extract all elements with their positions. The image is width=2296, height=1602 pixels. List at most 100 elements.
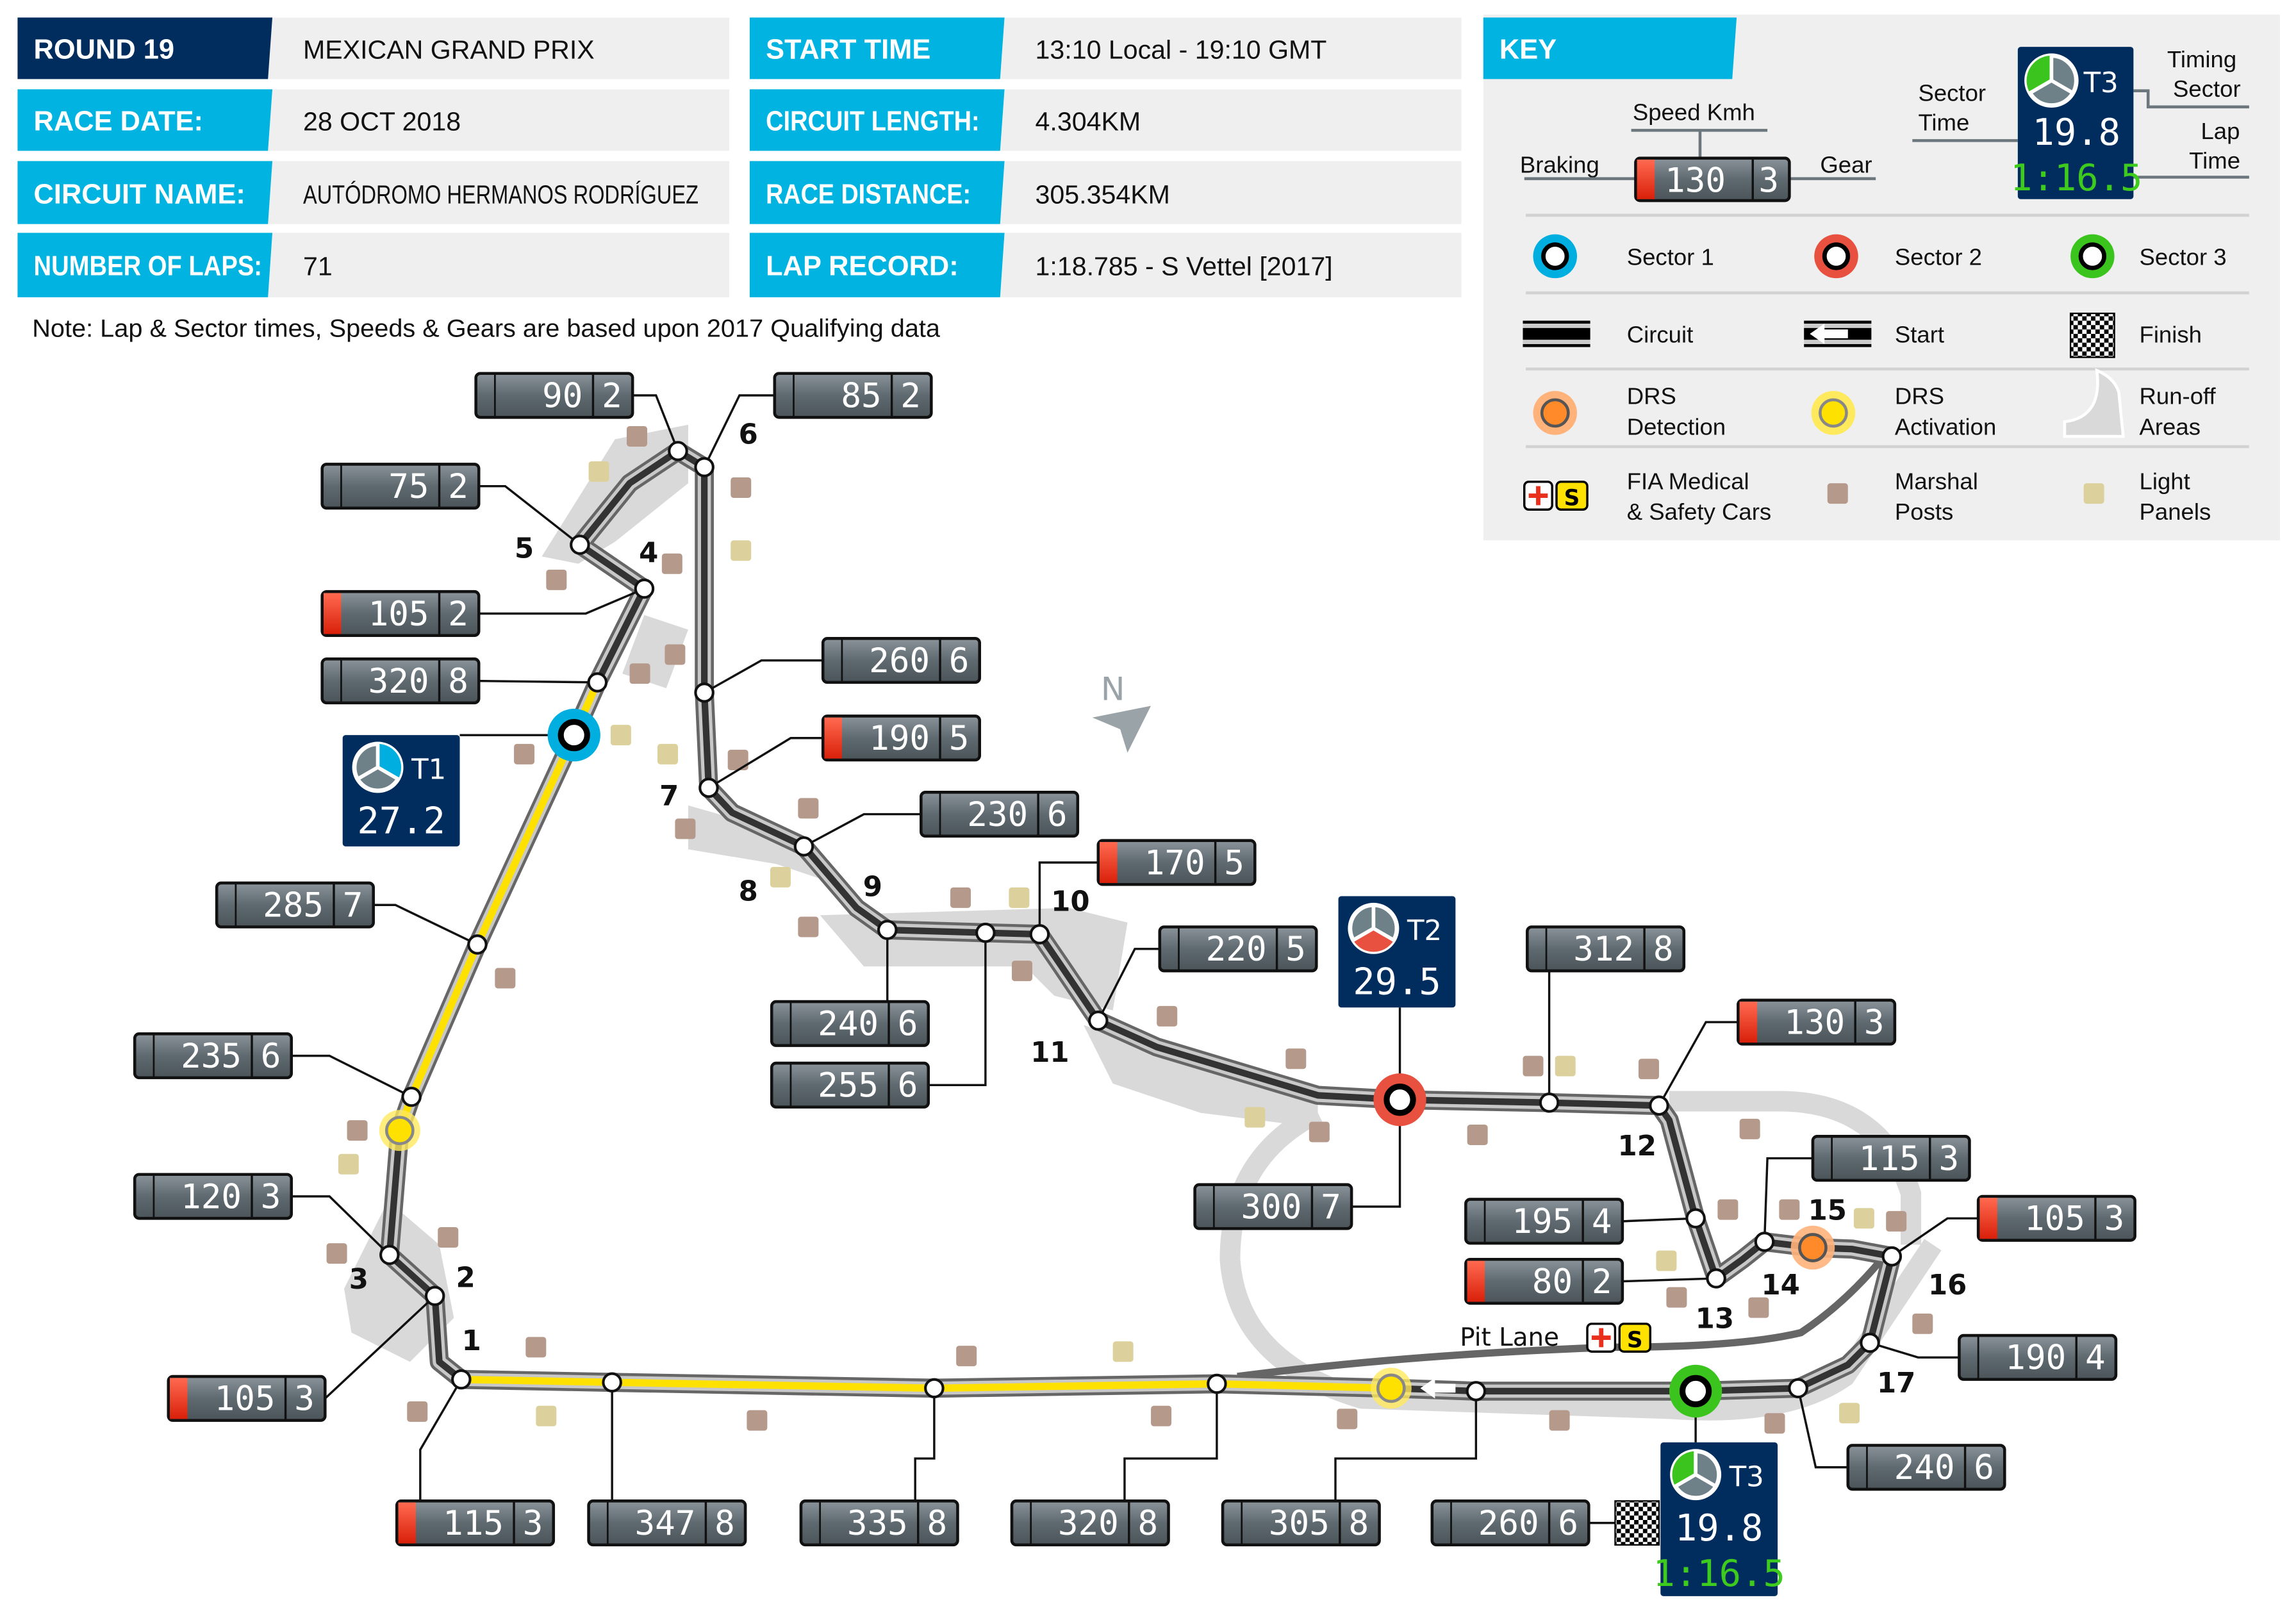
mercedes-star-icon bbox=[1670, 1449, 1722, 1501]
key-runoff-label-1: Run-off bbox=[2139, 383, 2216, 409]
race-distance-label: RACE DISTANCE: bbox=[766, 179, 971, 210]
gear-value: 2 bbox=[900, 376, 921, 415]
key-sample-speed: 130 bbox=[1665, 161, 1726, 200]
speed-trap-point bbox=[877, 920, 898, 940]
braking-indicator bbox=[1979, 1198, 1997, 1239]
sector-2-marker-icon bbox=[1373, 1073, 1426, 1127]
laps-value: 71 bbox=[303, 252, 333, 281]
speed-value: 85 bbox=[841, 376, 881, 415]
speed-trap-point bbox=[1788, 1378, 1808, 1399]
speed-trap-point bbox=[698, 777, 719, 798]
light-panel bbox=[1112, 1341, 1134, 1362]
safety-car-letter: S bbox=[1564, 485, 1580, 511]
light-panel bbox=[1656, 1250, 1677, 1271]
gear-value: 5 bbox=[1224, 843, 1244, 882]
light-panel-icon bbox=[2083, 483, 2104, 504]
leader-line bbox=[1869, 1341, 1960, 1359]
light-panel bbox=[1853, 1208, 1874, 1229]
safety-car-letter: S bbox=[1627, 1327, 1643, 1353]
key-lap-time-label-2: Time bbox=[2189, 147, 2240, 174]
braking-indicator bbox=[1100, 841, 1118, 883]
info-row-circuit-name: CIRCUIT NAME: AUTÓDROMO HERMANOS RODRÍGU… bbox=[17, 161, 729, 224]
key-speed-label: Speed Kmh bbox=[1633, 99, 1755, 125]
corner-number: 6 bbox=[739, 418, 758, 450]
key-sector-time-label-2: Time bbox=[1918, 109, 1969, 135]
speed-value: 90 bbox=[542, 376, 582, 415]
checkered-flag-icon bbox=[2069, 312, 2115, 358]
speed-value: 347 bbox=[634, 1504, 695, 1543]
marshal-post bbox=[627, 425, 648, 447]
gear-value: 2 bbox=[602, 376, 622, 415]
speed-value: 130 bbox=[1784, 1003, 1845, 1042]
north-arrow-icon bbox=[1092, 706, 1152, 753]
leader-line bbox=[1891, 1217, 1979, 1258]
marshal-post bbox=[1309, 1121, 1330, 1143]
corner-number: 15 bbox=[1808, 1195, 1847, 1227]
leader-line bbox=[632, 394, 679, 452]
speed-value: 312 bbox=[1573, 930, 1634, 969]
speed-trap-point bbox=[975, 922, 996, 943]
corner-number: 14 bbox=[1761, 1269, 1799, 1301]
leader-line bbox=[479, 484, 581, 546]
key-sector-3: Sector 3 bbox=[2070, 234, 2227, 279]
start-time-label: START TIME bbox=[766, 34, 930, 65]
gear-value: 2 bbox=[1592, 1262, 1612, 1301]
round-label: ROUND 19 bbox=[34, 34, 174, 65]
pit-lane bbox=[1237, 1257, 1885, 1380]
speed-trap-point bbox=[1207, 1373, 1227, 1394]
key-sample-sector-time: 19.8 bbox=[2032, 111, 2120, 154]
speed-trap-point bbox=[694, 457, 714, 477]
corner-number: 13 bbox=[1696, 1303, 1734, 1335]
mercedes-star-icon bbox=[2024, 53, 2079, 108]
info-row-circuit-length: CIRCUIT LENGTH: 4.304KM bbox=[749, 89, 1462, 151]
sector-1-marker-icon bbox=[547, 709, 600, 762]
speed-value: 105 bbox=[2024, 1200, 2085, 1239]
drs-activation-icon bbox=[1811, 391, 1856, 435]
marshal-post bbox=[1739, 1118, 1760, 1139]
speed-trap-point bbox=[1754, 1232, 1775, 1252]
key-title: KEY bbox=[1499, 34, 1557, 65]
leader-line bbox=[291, 1054, 412, 1098]
marshal-post bbox=[1549, 1410, 1570, 1431]
key-finish-label: Finish bbox=[2139, 322, 2201, 348]
key-finish: Finish bbox=[2069, 312, 2202, 358]
sector-3-marker-icon bbox=[1669, 1364, 1722, 1418]
key-light-label-1: Light bbox=[2139, 468, 2190, 494]
key-sector-2-label: Sector 2 bbox=[1895, 244, 1982, 270]
leader-line bbox=[1622, 1217, 1696, 1223]
marshal-post bbox=[514, 743, 535, 764]
leader-line bbox=[703, 394, 775, 468]
gear-value: 5 bbox=[1285, 930, 1306, 969]
timing-sector-name: T2 bbox=[1407, 915, 1442, 947]
corner-number: 9 bbox=[863, 871, 882, 904]
start-arrow-icon bbox=[1420, 1378, 1456, 1399]
gear-value: 6 bbox=[261, 1037, 281, 1076]
key-drs-detection-label-1: DRS bbox=[1627, 383, 1676, 409]
leader-line bbox=[803, 813, 921, 848]
speed-value: 75 bbox=[388, 467, 429, 506]
race-date-value: 28 OCT 2018 bbox=[303, 106, 461, 136]
marshal-post bbox=[326, 1243, 347, 1264]
speed-trap-point bbox=[570, 534, 590, 555]
info-row-lap-record: LAP RECORD: 1:18.785 - S Vettel [2017] bbox=[749, 233, 1462, 297]
circuit-name-value: AUTÓDROMO HERMANOS RODRÍGUEZ bbox=[303, 180, 698, 210]
marshal-post bbox=[1011, 961, 1032, 982]
speed-trap-point bbox=[924, 1378, 945, 1399]
speed-value: 260 bbox=[1478, 1504, 1539, 1543]
marshal-post bbox=[1467, 1125, 1488, 1146]
leader-line bbox=[1334, 1391, 1478, 1501]
